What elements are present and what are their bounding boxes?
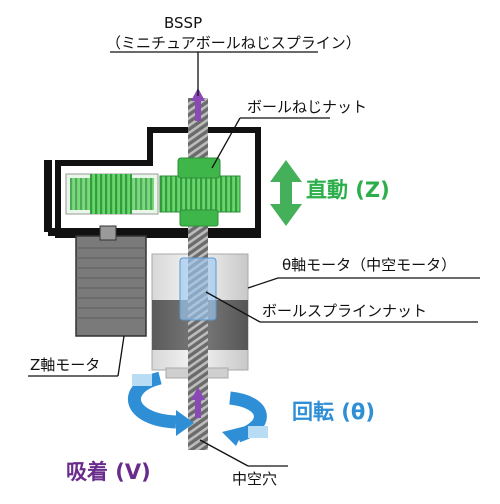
- title-bssp: BSSP: [164, 14, 203, 32]
- ball-screw-nut-gear: [159, 157, 241, 227]
- label-rotation: 回転 (θ): [292, 400, 375, 424]
- label-ball-screw-nut: ボールねじナット: [247, 98, 368, 116]
- label-hollow-hole: 中空穴: [232, 470, 278, 488]
- label-theta-motor: θ軸モータ（中空モータ）: [282, 256, 457, 274]
- label-suction: 吸着 (V): [66, 460, 151, 484]
- label-ball-spline-nut: ボールスプラインナット: [262, 302, 428, 320]
- z-motor-body: [75, 225, 147, 337]
- z-motor-gear: [65, 173, 159, 215]
- label-z-motor: Z軸モータ: [30, 356, 101, 374]
- ball-spline-nut: [179, 257, 217, 321]
- rotation-arrows: [127, 371, 268, 446]
- linear-motion-arrow: [270, 160, 302, 226]
- leader-lines: [28, 51, 480, 467]
- label-linear-motion: 直動 (Z): [306, 178, 390, 202]
- title-bssp-subtitle: （ミニチュアボールねじスプライン）: [106, 34, 361, 52]
